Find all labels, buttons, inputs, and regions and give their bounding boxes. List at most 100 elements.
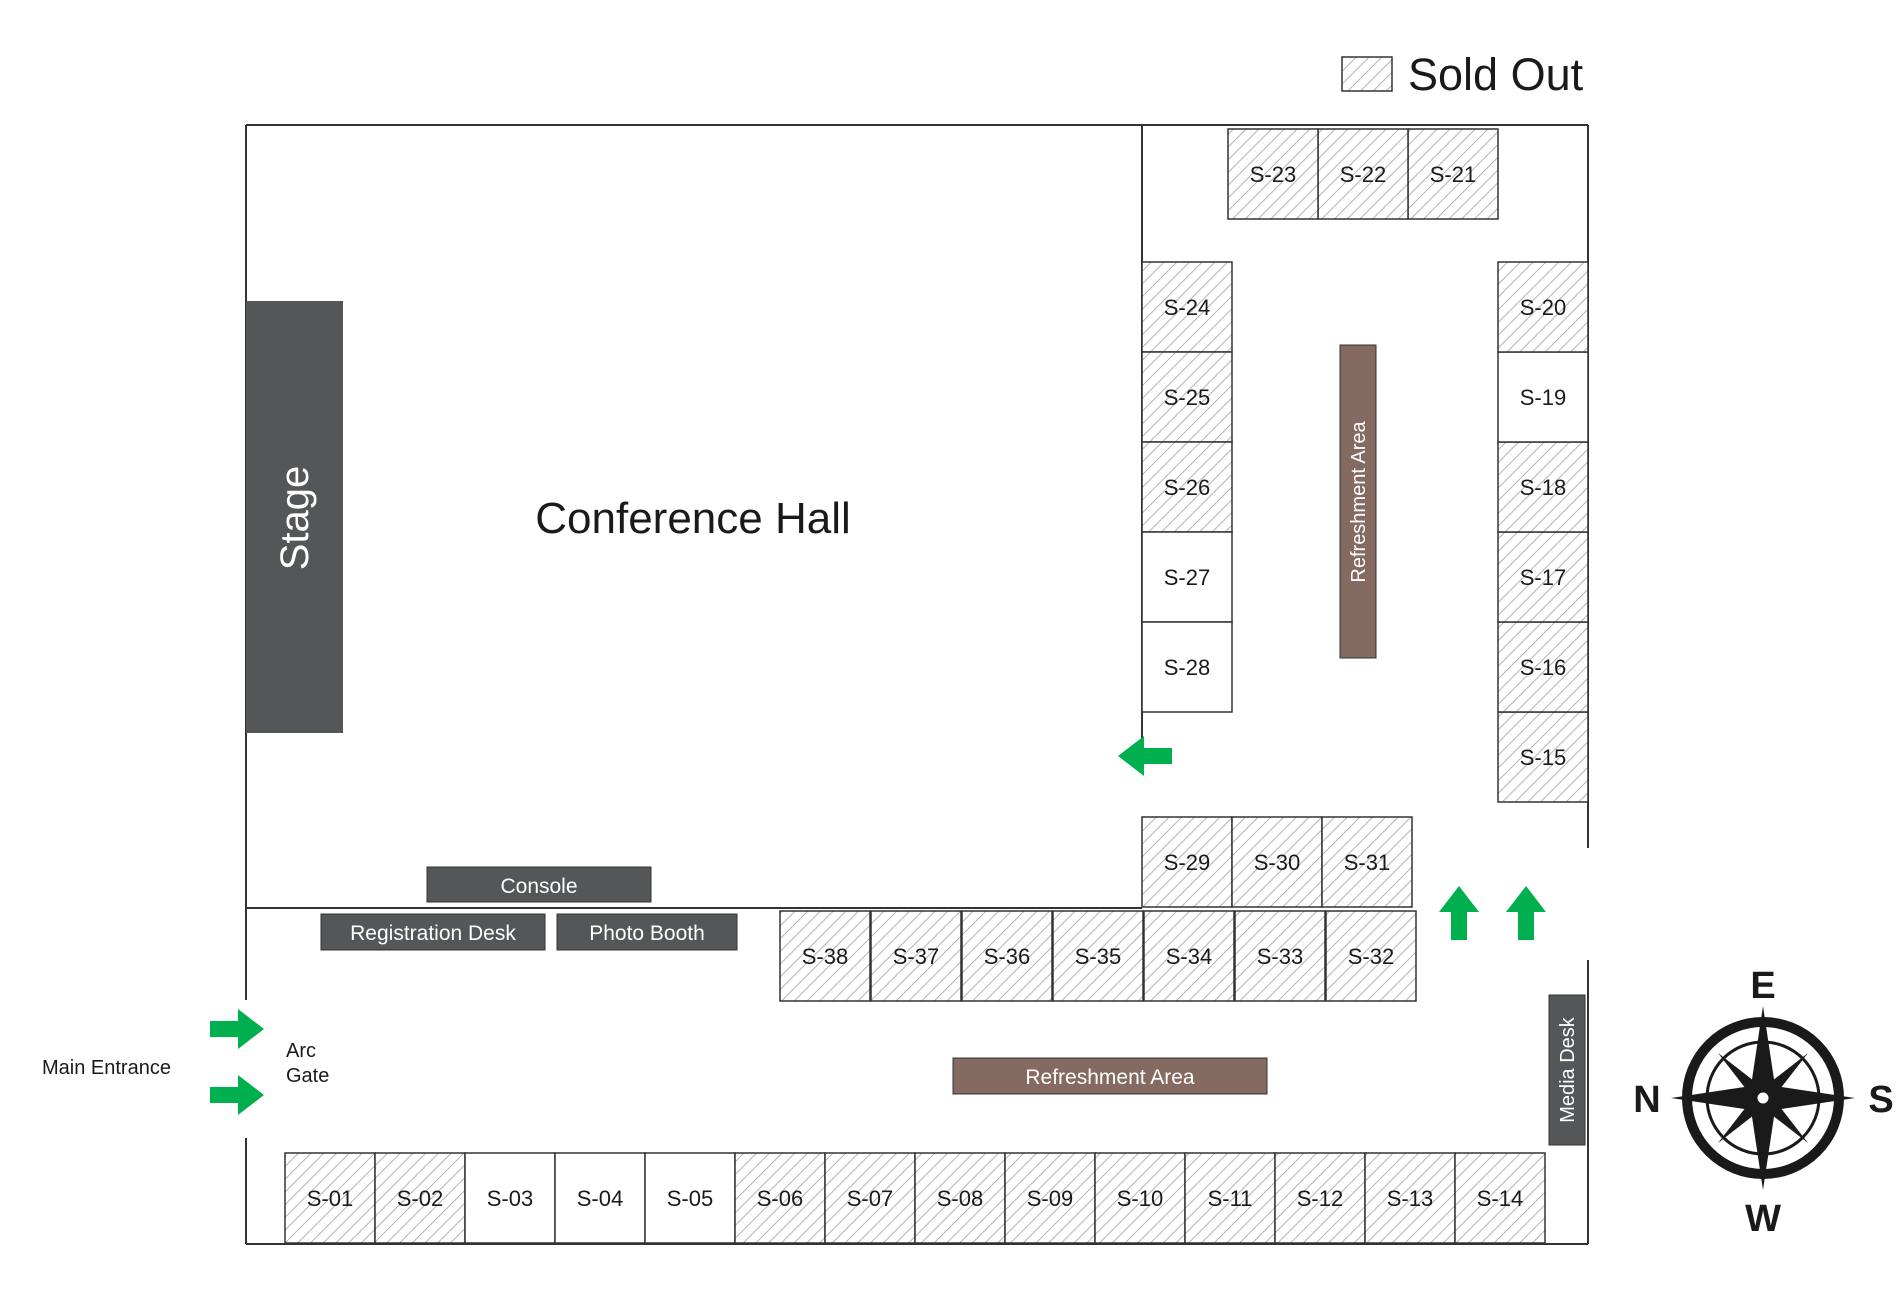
refreshment-area-vertical (1339, 344, 1377, 659)
conference-hall-title: Conference Hall (535, 494, 851, 543)
stall-s-19[interactable]: S-19 (1497, 351, 1589, 443)
stall-s-21[interactable]: S-21 (1407, 128, 1499, 220)
stall-s-22[interactable]: S-22 (1317, 128, 1409, 220)
stall-box (1052, 910, 1144, 1002)
stall-s-13[interactable]: S-13 (1364, 1152, 1456, 1244)
stall-s-04[interactable]: S-04 (554, 1152, 646, 1244)
compass-rose: E W N S (1633, 965, 1893, 1240)
stall-box (914, 1152, 1006, 1244)
stall-s-31[interactable]: S-31 (1321, 816, 1413, 908)
stall-box (1497, 351, 1589, 443)
stall-s-01[interactable]: S-01 (284, 1152, 376, 1244)
stall-s-17[interactable]: S-17 (1497, 531, 1589, 623)
stall-label: S-36 (984, 944, 1030, 969)
stall-label: S-30 (1254, 850, 1300, 875)
stall-label: S-01 (307, 1186, 353, 1211)
stall-label: S-14 (1477, 1186, 1523, 1211)
stall-s-15[interactable]: S-15 (1497, 711, 1589, 803)
stall-box (1234, 910, 1326, 1002)
stall-label: S-37 (893, 944, 939, 969)
stall-box (1184, 1152, 1276, 1244)
stall-s-10[interactable]: S-10 (1094, 1152, 1186, 1244)
stall-label: S-26 (1164, 475, 1210, 500)
stall-s-26[interactable]: S-26 (1141, 441, 1233, 533)
stall-label: S-27 (1164, 565, 1210, 590)
stall-s-18[interactable]: S-18 (1497, 441, 1589, 533)
stall-label: S-17 (1520, 565, 1566, 590)
stall-s-05[interactable]: S-05 (644, 1152, 736, 1244)
stall-s-14[interactable]: S-14 (1454, 1152, 1546, 1244)
stall-s-11[interactable]: S-11 (1184, 1152, 1276, 1244)
stall-box (1497, 531, 1589, 623)
compass-east-label: E (1750, 965, 1775, 1007)
stall-label: S-21 (1430, 162, 1476, 187)
stall-label: S-31 (1344, 850, 1390, 875)
stall-box (1004, 1152, 1096, 1244)
stall-label: S-08 (937, 1186, 983, 1211)
stall-s-09[interactable]: S-09 (1004, 1152, 1096, 1244)
stall-s-33[interactable]: S-33 (1234, 910, 1326, 1002)
stall-s-20[interactable]: S-20 (1497, 261, 1589, 353)
building-outline (245, 124, 1589, 1245)
stall-s-36[interactable]: S-36 (961, 910, 1053, 1002)
stall-box (1141, 531, 1233, 623)
stage-block (246, 301, 343, 733)
stall-s-24[interactable]: S-24 (1141, 261, 1233, 353)
stall-s-16[interactable]: S-16 (1497, 621, 1589, 713)
stall-label: S-11 (1208, 1186, 1253, 1211)
stall-s-32[interactable]: S-32 (1325, 910, 1417, 1002)
stall-s-35[interactable]: S-35 (1052, 910, 1144, 1002)
stall-box (1141, 621, 1233, 713)
stall-s-02[interactable]: S-02 (374, 1152, 466, 1244)
stall-label: S-28 (1164, 655, 1210, 680)
stall-box (1231, 816, 1323, 908)
media-desk-block (1548, 994, 1586, 1146)
stall-box (1497, 441, 1589, 533)
stall-box (1497, 621, 1589, 713)
stall-s-03[interactable]: S-03 (464, 1152, 556, 1244)
console-block (426, 866, 652, 903)
stall-label: S-23 (1250, 162, 1296, 187)
photo-booth-block (556, 913, 738, 951)
stall-label: S-06 (757, 1186, 803, 1211)
stall-box (1317, 128, 1409, 220)
stall-s-29[interactable]: S-29 (1141, 816, 1233, 908)
stall-label: S-04 (577, 1186, 623, 1211)
stall-label: S-02 (397, 1186, 443, 1211)
stall-box (824, 1152, 916, 1244)
stall-s-37[interactable]: S-37 (870, 910, 962, 1002)
stall-box (1497, 711, 1589, 803)
stall-box (734, 1152, 826, 1244)
stall-box (1141, 441, 1233, 533)
stall-box (1454, 1152, 1546, 1244)
stall-s-27[interactable]: S-27 (1141, 531, 1233, 623)
console-label: Console (500, 875, 577, 898)
stall-s-23[interactable]: S-23 (1227, 128, 1319, 220)
media-desk-label: Media Desk (1557, 1016, 1579, 1123)
stall-s-08[interactable]: S-08 (914, 1152, 1006, 1244)
stall-label: S-10 (1117, 1186, 1163, 1211)
stall-box (1364, 1152, 1456, 1244)
stall-s-12[interactable]: S-12 (1274, 1152, 1366, 1244)
stall-box (1321, 816, 1413, 908)
stall-label: S-34 (1166, 944, 1212, 969)
stall-s-28[interactable]: S-28 (1141, 621, 1233, 713)
stall-box (464, 1152, 556, 1244)
stall-label: S-33 (1257, 944, 1303, 969)
stall-s-30[interactable]: S-30 (1231, 816, 1323, 908)
stall-s-38[interactable]: S-38 (779, 910, 871, 1002)
entrance-arrow-upper (210, 1009, 264, 1049)
stall-s-34[interactable]: S-34 (1143, 910, 1235, 1002)
stall-s-06[interactable]: S-06 (734, 1152, 826, 1244)
stall-box (644, 1152, 736, 1244)
compass-south-label: S (1868, 1079, 1893, 1121)
stall-s-07[interactable]: S-07 (824, 1152, 916, 1244)
stall-box (554, 1152, 646, 1244)
stall-label: S-05 (667, 1186, 713, 1211)
refreshment-area-horizontal-label: Refreshment Area (1025, 1066, 1195, 1089)
stage-label: Stage (273, 466, 317, 571)
stall-s-25[interactable]: S-25 (1141, 351, 1233, 443)
stall-label: S-22 (1340, 162, 1386, 187)
